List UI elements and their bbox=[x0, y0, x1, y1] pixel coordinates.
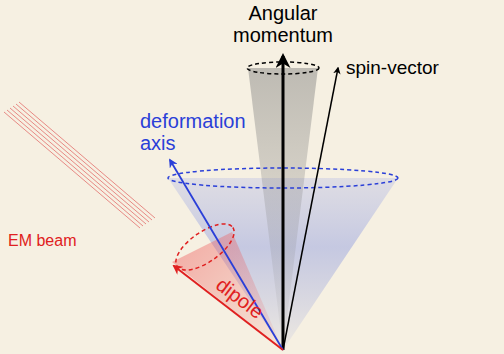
deformation-axis-arrow bbox=[170, 160, 283, 350]
dipole-arrow bbox=[174, 266, 283, 350]
vector-label: spin-vector bbox=[346, 58, 466, 79]
beam-label: EM beam bbox=[8, 232, 98, 250]
em-beam bbox=[4, 102, 155, 228]
dipole-cone bbox=[172, 232, 283, 350]
angular-momentum-vector bbox=[282, 56, 285, 350]
axis-label: deformation axis bbox=[140, 110, 258, 154]
spin-vector-arrow bbox=[283, 68, 338, 350]
axis-label: Angular momentum bbox=[213, 2, 353, 46]
